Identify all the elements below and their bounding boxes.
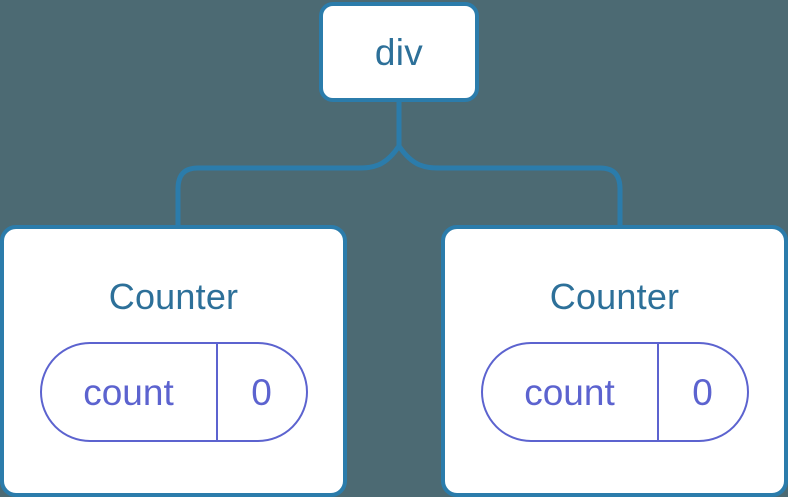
child-node-counter-left[interactable]: Counter count 0: [0, 225, 347, 497]
state-value-label: 0: [656, 344, 747, 440]
root-node-label: div: [374, 31, 424, 73]
edge-to-right-child: [396, 144, 623, 227]
state-key-label: count: [524, 371, 615, 413]
root-node-div[interactable]: div: [319, 2, 479, 102]
state-value-label: 0: [215, 344, 306, 440]
child-node-title: Counter: [108, 276, 239, 317]
child-node-counter-right[interactable]: Counter count 0: [441, 225, 788, 497]
state-key-label: count: [83, 371, 174, 413]
edge-to-left-child: [175, 144, 402, 227]
child-node-title: Counter: [549, 276, 680, 317]
state-pill[interactable]: count 0: [39, 342, 308, 442]
state-pill[interactable]: count 0: [480, 342, 749, 442]
